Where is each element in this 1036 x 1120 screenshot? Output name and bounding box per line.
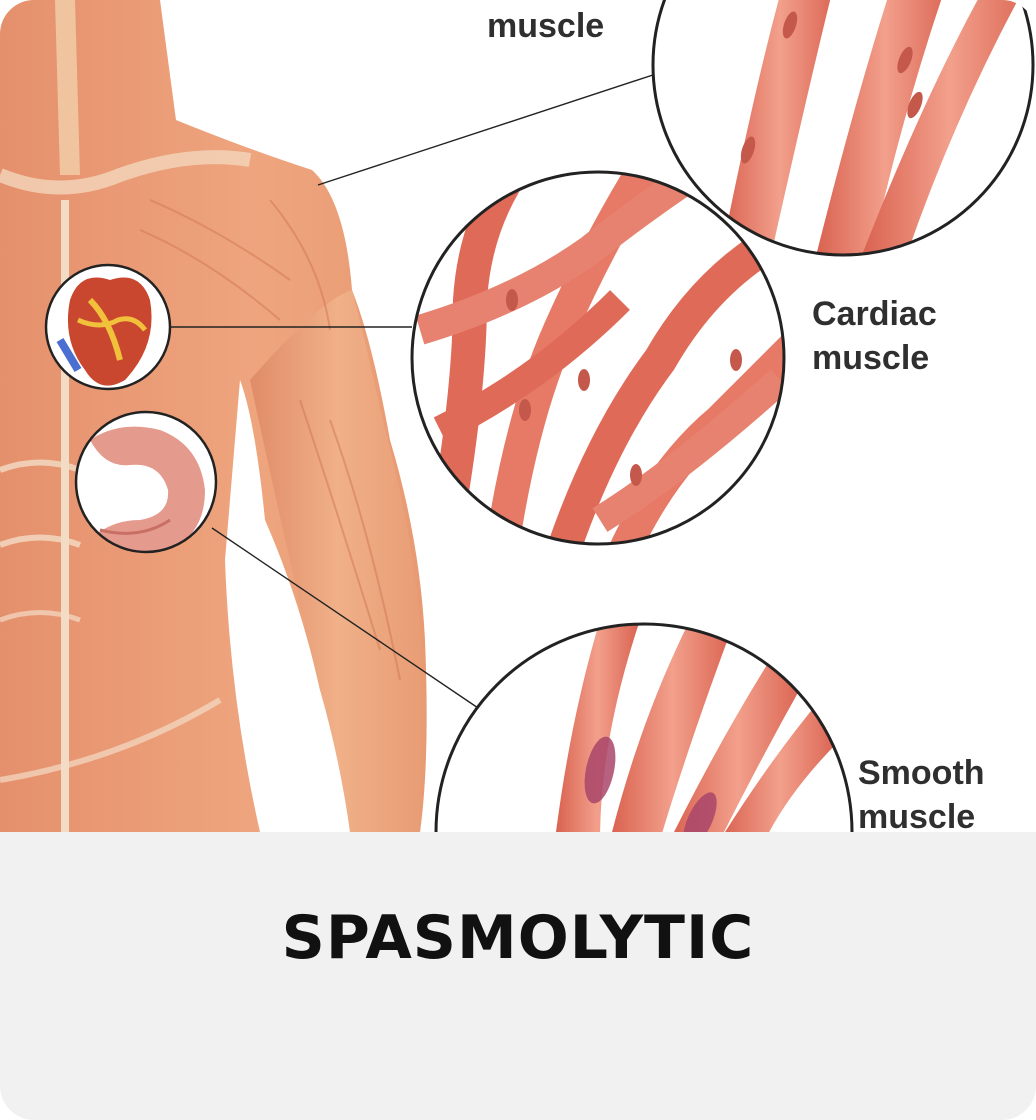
card-footer: SPASMOLYTIC: [0, 832, 1036, 1120]
heart-inset: [44, 263, 172, 391]
smooth-muscle-magnified: [434, 622, 854, 832]
cardiac-label-line2: muscle: [812, 339, 930, 377]
muscle-anatomy-illustration: muscle Cardiac muscle Smooth muscle: [0, 0, 1036, 836]
torso-figure: [0, 0, 427, 832]
smooth-label-line1: Smooth: [858, 754, 985, 792]
stomach-inset: [74, 410, 218, 554]
smooth-label-line2: muscle: [858, 798, 976, 836]
card-title: SPASMOLYTIC: [281, 903, 755, 973]
cardiac-label-line1: Cardiac: [812, 295, 937, 333]
skeletal-muscle-magnified: [651, 0, 1035, 257]
cardiac-muscle-magnified: [410, 170, 786, 546]
leader-lines: [170, 71, 663, 713]
cardiac-muscle-label: Cardiac muscle: [812, 292, 937, 380]
smooth-muscle-label: Smooth muscle: [858, 751, 985, 839]
skeletal-muscle-label: muscle: [487, 4, 604, 48]
skeletal-muscle-label-text: muscle: [487, 7, 605, 45]
